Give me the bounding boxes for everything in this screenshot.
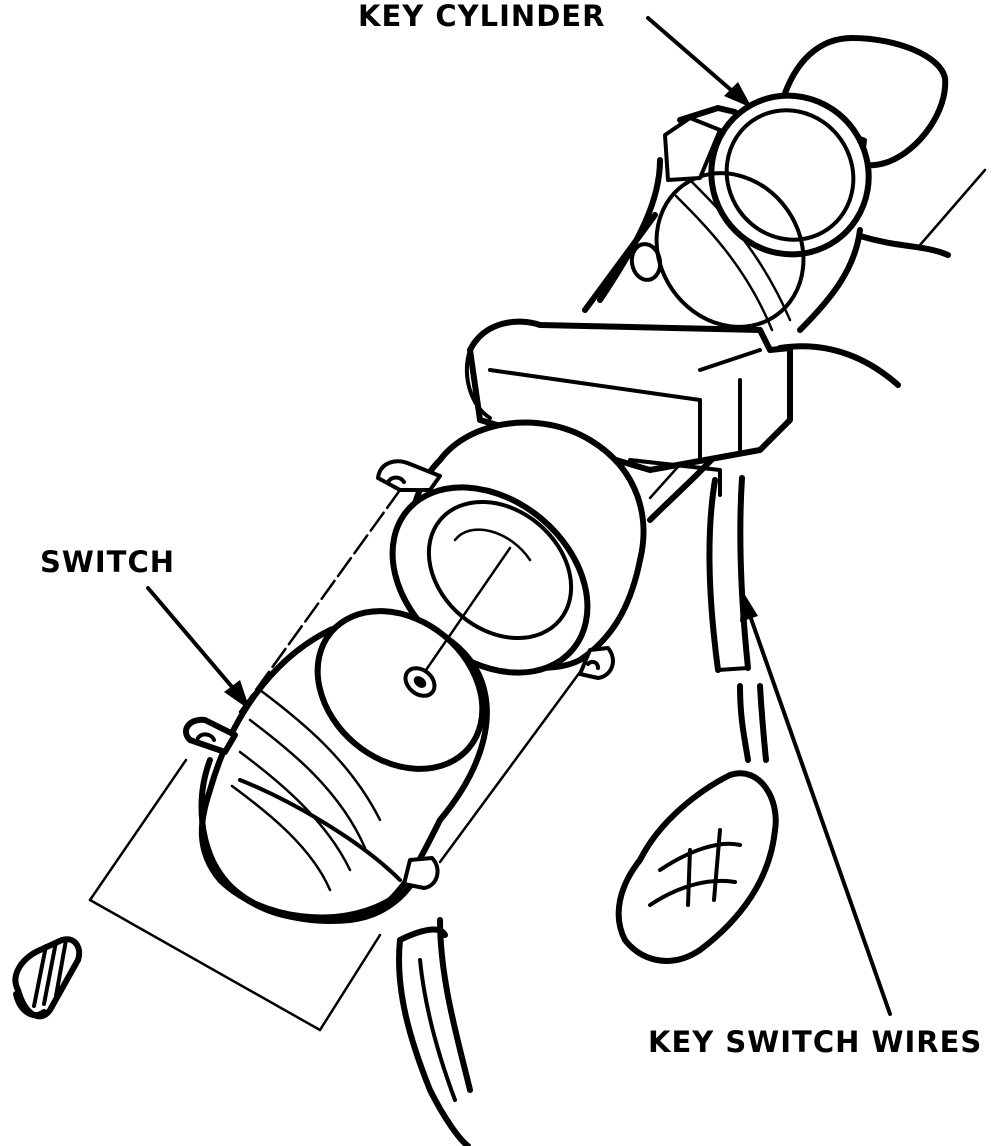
switch-wires: [396, 917, 473, 1146]
leader-switch: [146, 586, 250, 710]
label-key-cylinder: KEY CYLINDER: [358, 0, 605, 33]
mounting-ring: [376, 419, 647, 680]
mounting-screw: [12, 936, 83, 1020]
alignment-lines: [88, 488, 582, 1032]
leader-key-cylinder: [646, 16, 752, 108]
key-cylinder: [597, 35, 949, 333]
key-switch-wires: [615, 475, 779, 964]
label-key-switch-wires: KEY SWITCH WIRES: [648, 1025, 982, 1059]
label-switch: SWITCH: [40, 545, 175, 579]
ignition-switch: [183, 608, 490, 924]
